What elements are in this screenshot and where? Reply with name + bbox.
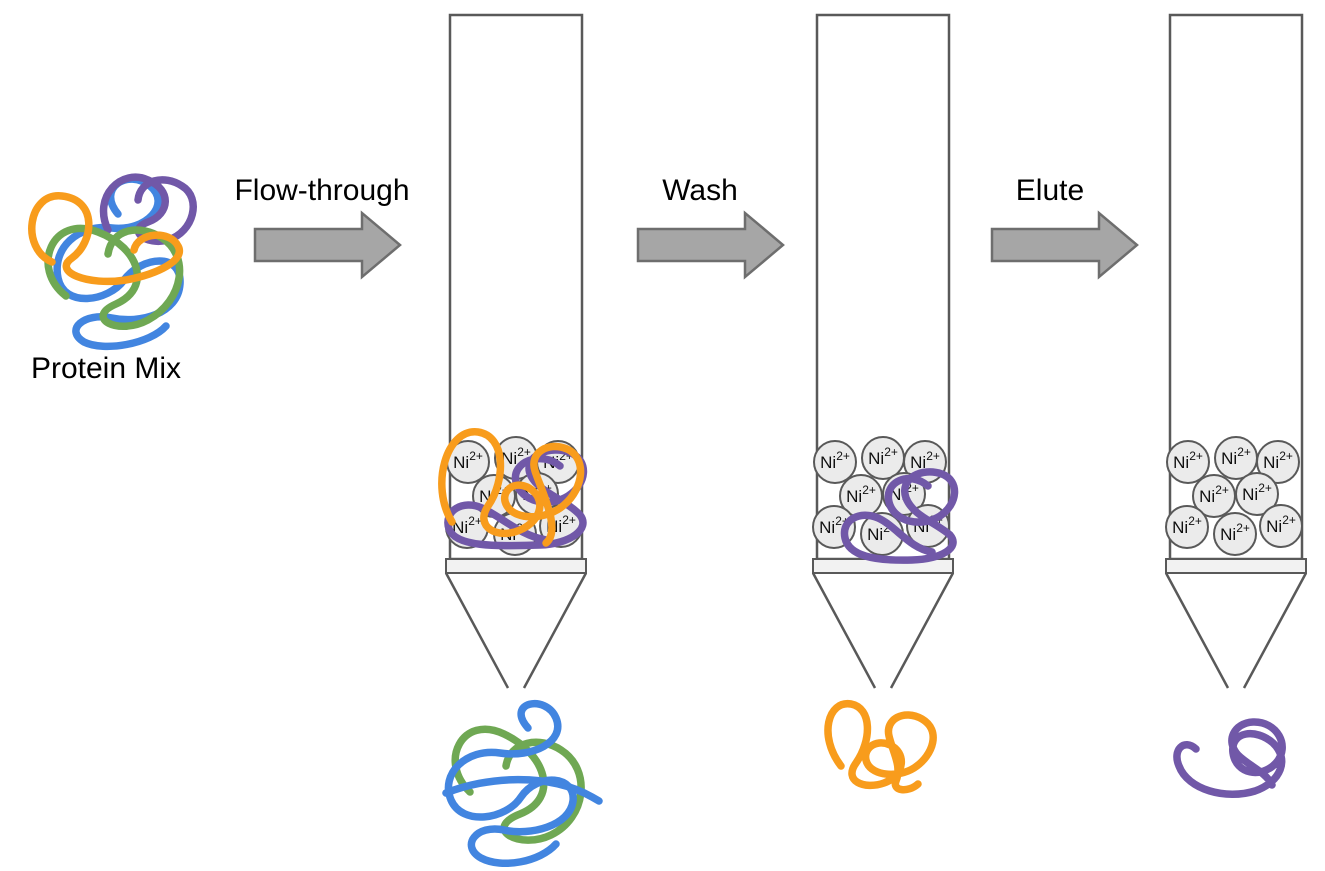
- elute-arrow-icon: [990, 211, 1139, 279]
- output-protein-purple: [1173, 718, 1286, 798]
- ni-bead: [1213, 512, 1257, 556]
- ni-bead: [813, 440, 857, 484]
- ni-bead: [861, 436, 905, 480]
- output-protein-blue-strand: [442, 775, 603, 805]
- wash-output: [824, 700, 937, 794]
- bound-protein-purple: [840, 468, 959, 564]
- column-frit: [445, 558, 587, 574]
- flow-through-arrow-icon: [253, 211, 402, 279]
- mix-protein-blue: [53, 175, 184, 351]
- wash-label: Wash: [662, 174, 738, 207]
- flow-through-label: Flow-through: [234, 174, 409, 207]
- column-funnel: [444, 572, 588, 689]
- mix-protein-orange: [28, 192, 184, 286]
- mix-protein-purple: [99, 173, 197, 245]
- elute-column: [1164, 13, 1308, 689]
- protein-mix-label: Protein Mix: [31, 352, 181, 385]
- elute-output: [1173, 718, 1286, 798]
- column-funnel: [811, 572, 955, 689]
- wash-column: [811, 13, 959, 689]
- bound-protein-orange: [438, 428, 585, 547]
- flow-through-output: [442, 700, 603, 867]
- ni-bead: [1214, 436, 1258, 480]
- flow-through-column: [438, 13, 588, 689]
- column-funnel: [1164, 572, 1308, 689]
- ni-bead: [1259, 504, 1303, 548]
- column-frit: [1165, 558, 1307, 574]
- ni-bead: [1166, 440, 1210, 484]
- output-protein-blue: [444, 700, 577, 867]
- elute-label: Elute: [1016, 174, 1084, 207]
- output-protein-orange: [824, 700, 937, 794]
- wash-arrow-icon: [636, 211, 785, 279]
- protein-mix-tangle: [28, 173, 197, 351]
- ni-bead: [1165, 505, 1209, 549]
